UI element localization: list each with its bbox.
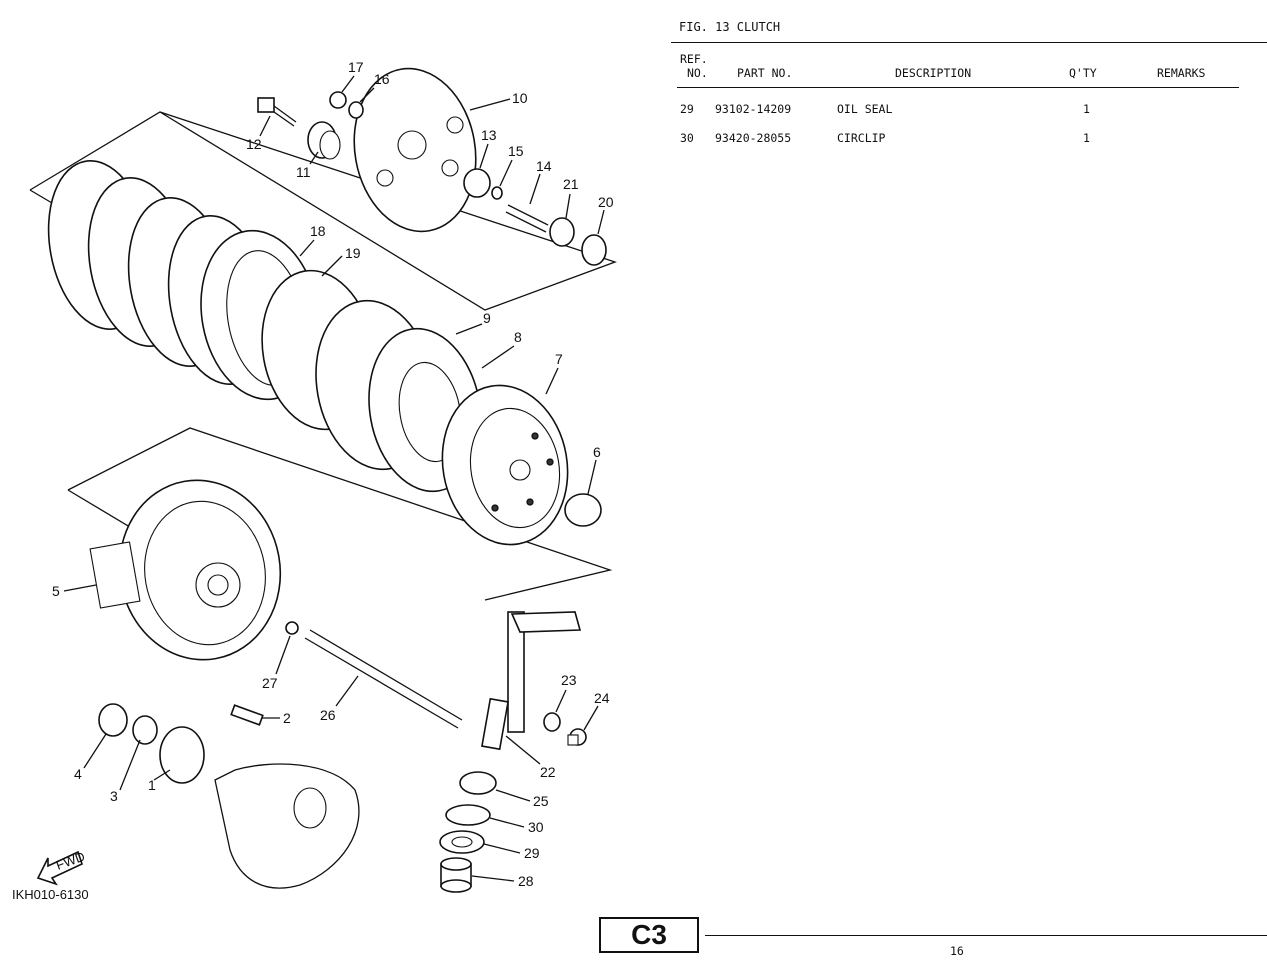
nut-21	[549, 217, 575, 247]
collar-28	[440, 857, 472, 893]
bolt-12	[257, 97, 297, 127]
callout-17: 17	[348, 59, 364, 75]
callout-25: 25	[533, 793, 549, 809]
col-qty: Q'TY	[1069, 66, 1097, 80]
callout-12: 12	[246, 136, 262, 152]
housing-bracket	[67, 427, 613, 601]
callout-14: 14	[536, 158, 552, 174]
callout-29: 29	[524, 845, 540, 861]
callout-28: 28	[518, 873, 534, 889]
callout-15: 15	[508, 143, 524, 159]
spring-25	[459, 771, 497, 795]
cell-qty: 1	[1083, 131, 1090, 145]
push-rod-14	[505, 204, 549, 233]
push-lever-22	[481, 611, 582, 751]
callout-10: 10	[512, 90, 528, 106]
header-top-rule	[671, 42, 1267, 43]
callout-20: 20	[598, 194, 614, 210]
page-number: 16	[950, 944, 964, 958]
callout-5: 5	[52, 583, 60, 599]
clutch-springs-11	[307, 121, 341, 160]
pressure-plate-10	[353, 67, 477, 233]
push-rod-26	[304, 629, 463, 729]
washer-16	[348, 101, 364, 119]
callout-26: 26	[320, 707, 336, 723]
col-ref-line1: REF.	[680, 52, 708, 66]
section-code-box: C3	[599, 917, 699, 953]
callout-18: 18	[310, 223, 326, 239]
callout-4: 4	[74, 766, 82, 782]
callout-7: 7	[555, 351, 563, 367]
lock-washer-20	[581, 234, 607, 266]
col-part-no: PART NO.	[737, 66, 793, 80]
col-ref-line2: NO.	[687, 66, 708, 80]
circlip-6	[564, 493, 602, 527]
nut-17	[329, 91, 347, 109]
bolt-24	[567, 728, 587, 746]
cell-part-no: 93420-28055	[715, 131, 792, 145]
clutch-boss-7	[441, 384, 569, 546]
cell-description: OIL SEAL	[837, 102, 893, 116]
figure-title: FIG. 13 CLUTCH	[679, 20, 781, 34]
callout-22: 22	[540, 764, 556, 780]
callout-11: 11	[296, 164, 311, 180]
callout-8: 8	[514, 329, 522, 345]
ball-27	[285, 621, 299, 635]
callout-23: 23	[561, 672, 577, 688]
bearing-4	[98, 703, 128, 737]
col-remarks: REMARKS	[1157, 66, 1206, 80]
cell-ref: 30	[680, 131, 694, 145]
ball-15	[491, 186, 503, 200]
callout-labels: 1 2 3 4 5 6 7 8 9 10 11 12 13 14 15 16 1…	[52, 59, 614, 889]
washer-3	[132, 715, 158, 745]
callout-3: 3	[110, 788, 118, 804]
callout-2: 2	[283, 710, 291, 726]
circlip-30	[445, 804, 491, 826]
callout-1: 1	[148, 777, 156, 793]
fwd-arrow-icon: FWD	[36, 849, 87, 886]
cell-ref: 29	[680, 102, 694, 116]
clutch-housing-5	[89, 479, 282, 661]
callout-16: 16	[374, 71, 390, 87]
callout-9: 9	[483, 310, 491, 326]
oil-seal-29	[439, 830, 485, 854]
callout-30: 30	[528, 819, 544, 835]
plate-group-bracket	[29, 111, 617, 311]
key-2	[230, 704, 264, 726]
cell-qty: 1	[1083, 102, 1090, 116]
washer-23	[543, 712, 561, 732]
primary-drive-gear-1	[159, 726, 205, 784]
callout-19: 19	[345, 245, 361, 261]
clutch-exploded-diagram: FWD IKH010-6130 1 2 3 4 5 6 7 8 9 10 11 …	[12, 59, 617, 902]
footer-rule	[705, 935, 1267, 936]
callout-6: 6	[593, 444, 601, 460]
col-description: DESCRIPTION	[895, 66, 972, 80]
callout-24: 24	[594, 690, 610, 706]
cell-description: CIRCLIP	[837, 131, 886, 145]
callout-13: 13	[481, 127, 497, 143]
callout-27: 27	[262, 675, 278, 691]
header-bottom-rule	[677, 87, 1239, 88]
crankshaft-outline	[214, 763, 360, 889]
washer-13	[463, 168, 491, 198]
drawing-code: IKH010-6130	[12, 887, 89, 902]
callout-21: 21	[563, 176, 579, 192]
cell-part-no: 93102-14209	[715, 102, 792, 116]
